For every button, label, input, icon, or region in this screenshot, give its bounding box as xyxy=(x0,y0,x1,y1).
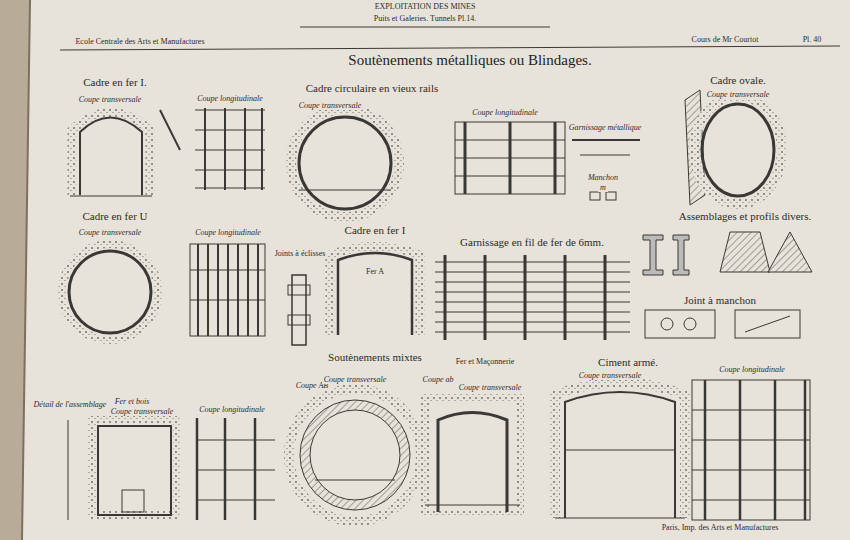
section-caption: Coupe longitudinale xyxy=(197,406,267,415)
section-label: Joints à éclisses xyxy=(273,250,328,259)
section-label: Cadre en fer U xyxy=(80,210,149,222)
section-label: Ciment armé. xyxy=(596,356,660,368)
section-label: Cadre ovale. xyxy=(708,74,768,86)
section-label: Fer et Maçonnerie xyxy=(454,358,517,367)
section-label: Cadre en fer I. xyxy=(81,76,149,88)
section-caption: Coupe longitudinale xyxy=(470,109,540,118)
section-caption: Coupe transversale xyxy=(577,372,643,381)
section-caption: Coupe ab xyxy=(421,376,456,385)
section-caption: Coupe transversale xyxy=(77,229,143,238)
section-label: Soutènements mixtes xyxy=(326,351,424,363)
section-label: Ecole Centrale des Arts et Manufactures xyxy=(73,38,206,47)
section-label: EXPLOITATION DES MINES xyxy=(373,3,478,12)
section-caption: Coupe longitudinale xyxy=(193,229,263,238)
section-caption: Détail de l'assemblage xyxy=(32,401,109,410)
plate-title: Soutènements métalliques ou Blindages. xyxy=(345,52,594,69)
section-caption: Coupe transversale xyxy=(457,384,523,393)
section-label: Pl. 40 xyxy=(801,36,824,45)
section-caption: Coupe transversale xyxy=(109,408,175,417)
section-caption: Coupe longitudinale xyxy=(717,366,787,375)
section-label: Joint à manchon xyxy=(682,294,758,306)
section-label: Assemblages et profils divers. xyxy=(677,210,814,222)
section-caption: Coupe transversale xyxy=(77,96,143,105)
section-caption: Manchon xyxy=(586,174,620,183)
section-label: Garnissage en fil de fer de 6mm. xyxy=(458,236,606,248)
section-caption: Coupe transversale xyxy=(322,376,388,385)
section-label: Cours de Mr Courtot xyxy=(690,36,761,45)
section-caption: Coupe transversale xyxy=(297,102,363,111)
section-label: Cadre en fer I xyxy=(343,224,408,236)
section-caption: Fer et bois xyxy=(113,398,152,407)
section-caption: Coupe longitudinale xyxy=(195,95,265,104)
section-caption: Coupe transversale xyxy=(705,91,771,100)
section-caption: m xyxy=(598,184,608,193)
section-caption: Garnissage métallique xyxy=(567,124,644,133)
section-label: Paris, Imp. des Arts et Manufactures xyxy=(660,524,781,533)
section-label: Fer A xyxy=(364,268,386,277)
section-label: Puits et Galeries. Tunnels Pl.14. xyxy=(372,15,478,24)
section-label: Cadre circulaire en vieux rails xyxy=(304,82,441,94)
